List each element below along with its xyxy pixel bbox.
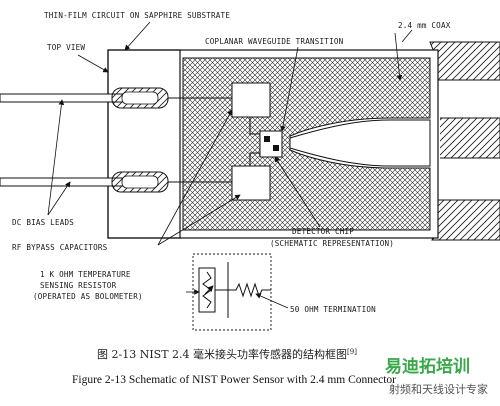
label-thin-film: THIN-FILM CIRCUIT ON SAPPHIRE SUBSTRATE <box>44 11 230 20</box>
bypass-capacitor-top <box>231 82 271 118</box>
bolometer-schematic <box>186 253 289 331</box>
label-schematic-rep: (SCHEMATIC REPRESENTATION) <box>270 239 394 248</box>
bypass-capacitor-bottom <box>231 165 271 201</box>
label-temp-sensor-2: SENSING RESISTOR <box>40 281 117 290</box>
label-dc-bias: DC BIAS LEADS <box>12 218 74 227</box>
leader-lines <box>47 21 413 246</box>
label-termination: 50 OHM TERMINATION <box>290 305 376 314</box>
label-detector-chip: DETECTOR CHIP <box>292 227 354 236</box>
caption-english: Figure 2-13 Schematic of NIST Power Sens… <box>72 374 396 386</box>
label-temp-sensor-1: 1 K OHM TEMPERATURE <box>40 270 131 279</box>
label-top-view: TOP VIEW <box>47 43 85 52</box>
bias-section <box>107 49 181 239</box>
center-conductor <box>289 119 431 167</box>
label-rf-bypass: RF BYPASS CAPACITORS <box>12 243 108 252</box>
detector-pad-1 <box>264 136 270 142</box>
chip-traces <box>249 117 260 166</box>
coax-connector <box>429 41 500 241</box>
label-coax: 2.4 mm COAX <box>398 21 451 30</box>
label-coplanar: COPLANAR WAVEGUIDE TRANSITION <box>205 37 344 46</box>
label-temp-sensor-3: (OPERATED AS BOLOMETER) <box>33 292 143 301</box>
watermark-brand: 易迪拓培训 <box>385 356 470 377</box>
detector-pad-2 <box>273 145 279 151</box>
watermark-tagline: 射频和天线设计专家 <box>389 382 488 396</box>
caption-chinese: 图 2-13 NIST 2.4 毫米接头功率传感器的结构框图[9] <box>97 347 357 361</box>
detector-chip <box>259 130 283 158</box>
